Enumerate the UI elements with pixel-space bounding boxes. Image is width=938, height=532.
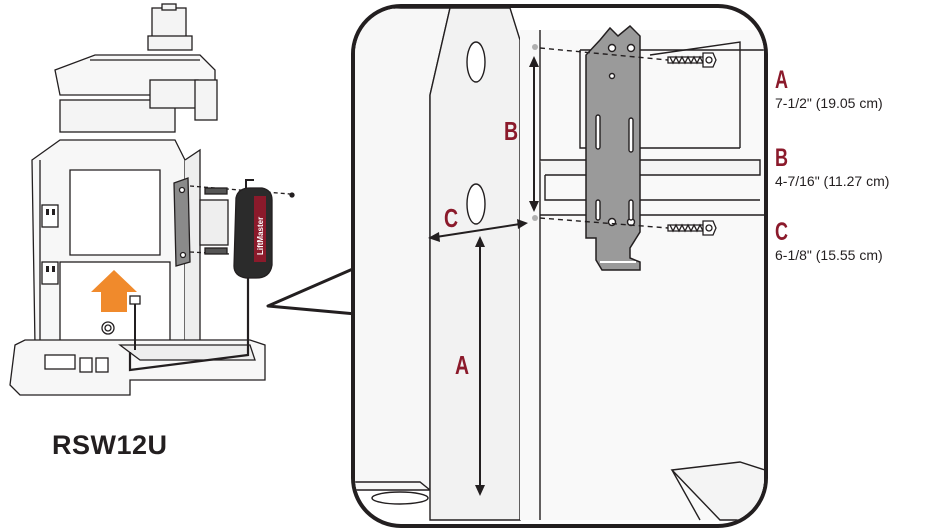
- legend-value-b: 4-7/16" (11.27 cm): [775, 173, 890, 189]
- install-arrow: [91, 270, 137, 312]
- zoom-panel: B C A: [351, 4, 768, 528]
- opener-overview: [9, 3, 295, 396]
- dimension-b-arrow: [529, 56, 539, 212]
- dimension-legend-b: B 4-7/16" (11.27 cm): [775, 144, 890, 190]
- wireless-module: LiftMaster: [233, 179, 273, 279]
- zoom-pointer: [266, 256, 379, 318]
- bottom-screw: [667, 220, 717, 236]
- brand-label: LiftMaster: [256, 217, 265, 255]
- legend-letter-c: C: [775, 218, 789, 246]
- legend-value-a: 7-1/2" (19.05 cm): [775, 95, 883, 111]
- legend-value-c: 6-1/8" (15.55 cm): [775, 247, 883, 263]
- model-label: RSW12U: [52, 430, 168, 460]
- callout-b: B: [504, 116, 518, 145]
- callout-c: C: [444, 203, 458, 232]
- callout-a: A: [455, 350, 469, 379]
- top-screw: [667, 52, 717, 68]
- dimension-a-arrow: [475, 236, 485, 496]
- dimension-legend-a: A 7-1/2" (19.05 cm): [775, 66, 883, 112]
- dimension-legend-c: C 6-1/8" (15.55 cm): [775, 218, 883, 264]
- legend-letter-b: B: [775, 144, 789, 172]
- legend-letter-a: A: [775, 66, 789, 94]
- dimension-c-arrow: [428, 219, 528, 242]
